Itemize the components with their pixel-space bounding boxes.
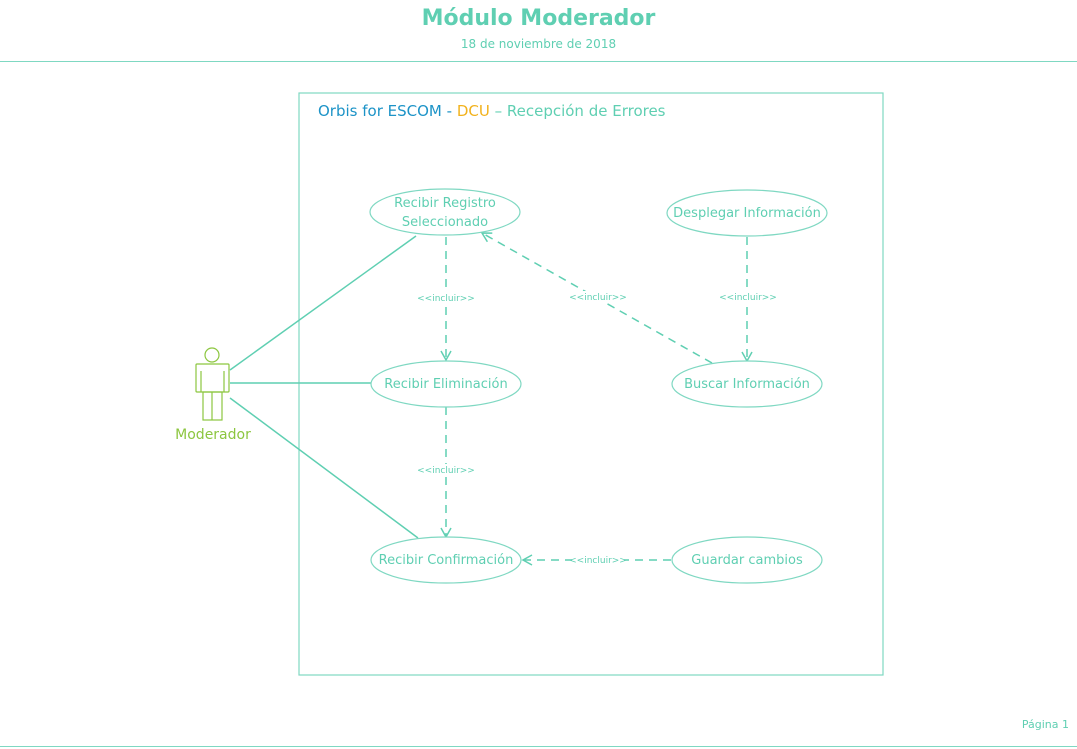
footer-divider bbox=[0, 746, 1077, 747]
use-case-label: Guardar cambios bbox=[691, 553, 803, 568]
association-recibir-registro bbox=[229, 235, 417, 371]
page-title: Módulo Moderador bbox=[421, 6, 656, 31]
system-title: Orbis for ESCOM - DCU – Recepción de Err… bbox=[318, 102, 666, 120]
use-case-label: Desplegar Información bbox=[673, 206, 821, 221]
actor-figure[interactable] bbox=[195, 347, 230, 421]
use-case-buscar-informacion[interactable]: Buscar Información bbox=[671, 360, 823, 408]
use-case-label: Recibir Eliminación bbox=[384, 377, 507, 392]
page-number: Página 1 bbox=[1021, 718, 1069, 731]
include-labels: <<incluir>> <<incluir>> <<incluir>> <<in… bbox=[417, 291, 777, 566]
use-case-label: Seleccionado bbox=[402, 215, 488, 230]
page-date: 18 de noviembre de 2018 bbox=[460, 37, 617, 51]
use-case-label: Buscar Información bbox=[684, 377, 810, 392]
system-title-subject: – Recepción de Errores bbox=[489, 102, 666, 120]
use-case-recibir-eliminacion[interactable]: Recibir Eliminación bbox=[370, 360, 522, 408]
include-label: <<incluir>> bbox=[417, 294, 475, 304]
include-label: <<incluir>> bbox=[719, 293, 777, 303]
system-title-type: DCU bbox=[456, 102, 490, 120]
header-divider bbox=[0, 61, 1077, 62]
use-case-desplegar-informacion[interactable]: Desplegar Información bbox=[666, 189, 828, 237]
include-label: <<incluir>> bbox=[417, 466, 475, 476]
include-label: <<incluir>> bbox=[569, 293, 627, 303]
association-recibir-confirmacion bbox=[229, 397, 419, 539]
system-boundary bbox=[298, 92, 884, 676]
use-case-recibir-registro[interactable]: Recibir Registro Seleccionado bbox=[369, 188, 521, 236]
use-case-recibir-confirmacion[interactable]: Recibir Confirmación bbox=[370, 536, 522, 584]
associations bbox=[229, 235, 419, 539]
use-case-label: Recibir Confirmación bbox=[379, 553, 514, 568]
actor-name: Moderador bbox=[175, 427, 251, 443]
system-title-name: Orbis for ESCOM - bbox=[318, 102, 457, 120]
use-case-guardar-cambios[interactable]: Guardar cambios bbox=[671, 536, 823, 584]
include-label: <<incluir>> bbox=[569, 556, 627, 566]
use-case-label: Recibir Registro bbox=[394, 196, 496, 211]
